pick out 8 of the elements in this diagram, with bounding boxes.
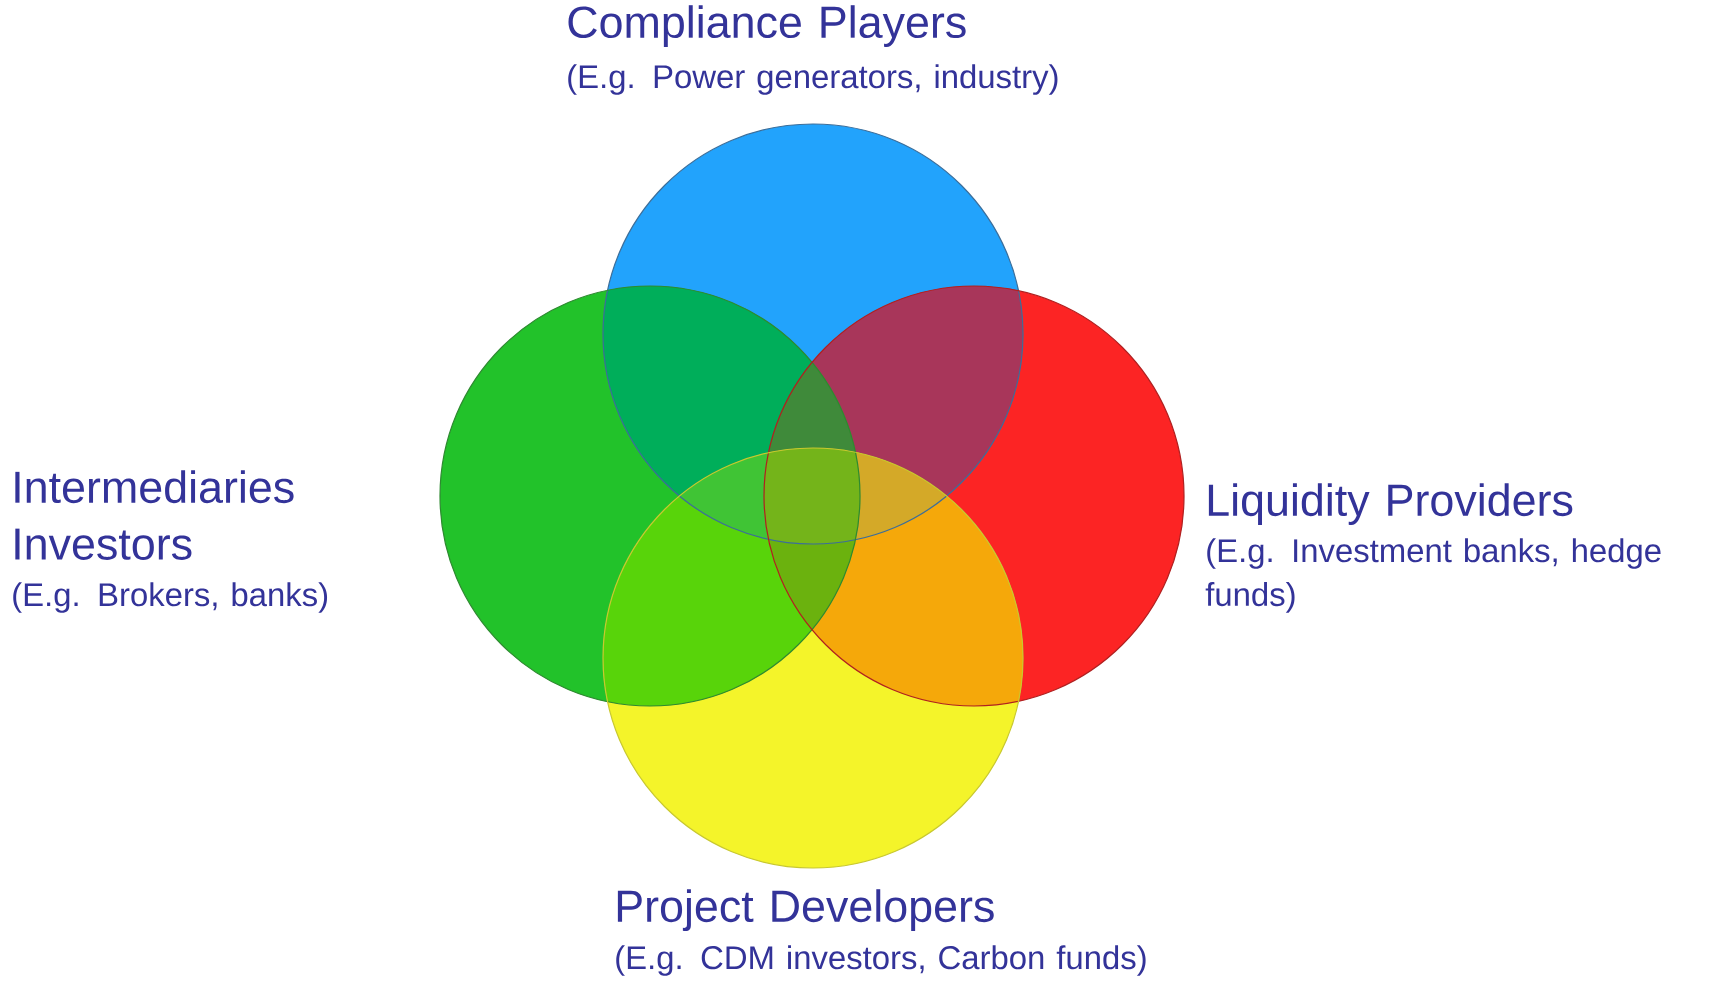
group-description: (E.g. Brokers, banks) xyxy=(13,582,328,613)
group-heading: Intermediaries Investors xyxy=(15,470,294,560)
group-description: (E.g. Power generators, industry) xyxy=(568,64,1058,95)
group-description: (E.g. Investment banks, hedge funds) xyxy=(1205,538,1661,613)
group-heading: Compliance Players xyxy=(568,5,966,47)
group-description: (E.g. CDM investors, Carbon funds) xyxy=(616,945,1146,976)
group-heading: Project Developers xyxy=(617,889,994,931)
group-heading: Liquidity Providers xyxy=(1208,483,1573,525)
